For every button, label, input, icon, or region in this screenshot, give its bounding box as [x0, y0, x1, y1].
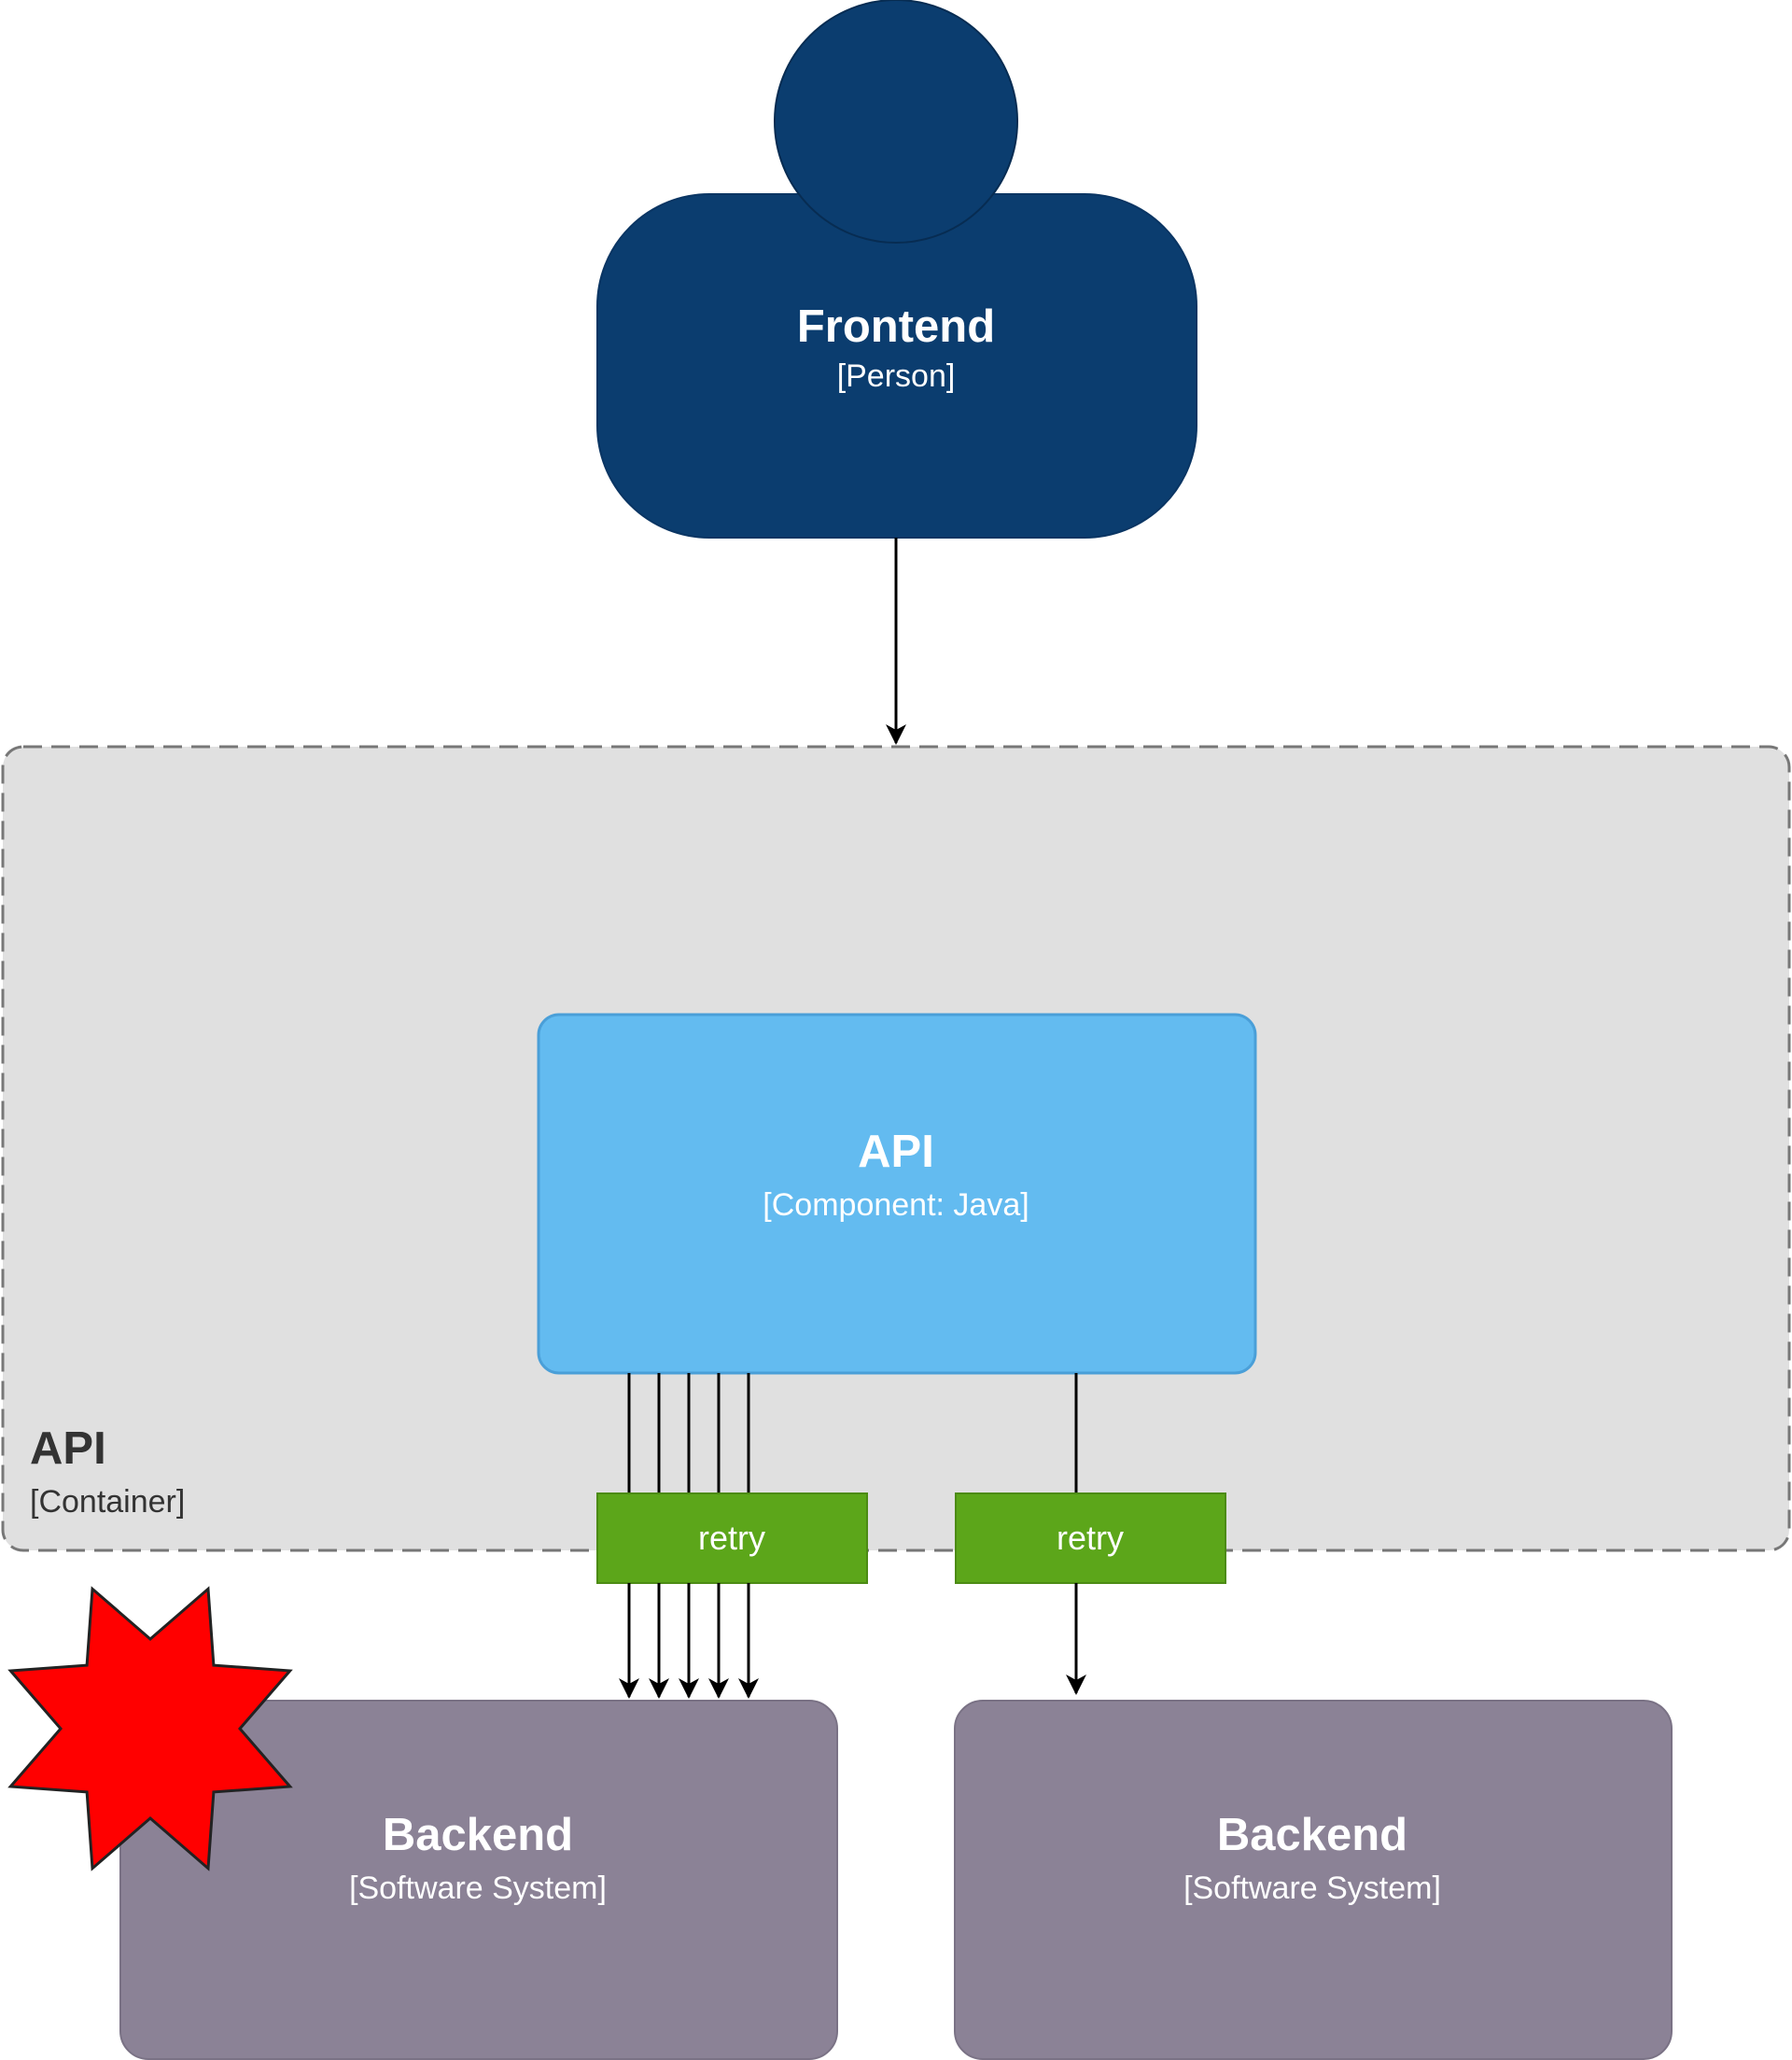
retry-right-label: retry — [1057, 1519, 1124, 1557]
api-component-type: [Component: Java] — [763, 1187, 1029, 1223]
backend-left-box — [119, 1700, 838, 2060]
retry-left-box — [596, 1492, 868, 1584]
frontend-title: Frontend — [797, 301, 995, 352]
container-boundary-type: [Container] — [30, 1484, 185, 1520]
backend-right-type: [Software System] — [1183, 1871, 1441, 1906]
backend-left-type: [Software System] — [349, 1871, 607, 1906]
api-component-node[interactable]: API [Component: Java] — [537, 1013, 1257, 1375]
frontend-person-head — [774, 0, 1018, 244]
edges-retry-left-to-backend-left — [619, 1583, 759, 1699]
backend-right-node[interactable]: Backend [Software System] — [954, 1700, 1673, 2060]
frontend-type: [Person] — [837, 358, 956, 394]
backend-left-node[interactable]: Backend [Software System] — [119, 1700, 838, 2060]
container-boundary-title: API — [30, 1423, 106, 1474]
frontend-person-node[interactable]: Frontend [Person] — [596, 0, 1197, 539]
explosion-star-icon — [7, 1586, 293, 1871]
api-component-box — [537, 1013, 1257, 1375]
api-component-title: API — [858, 1127, 934, 1177]
backend-left-title: Backend — [383, 1810, 573, 1860]
retry-right-box — [955, 1492, 1226, 1584]
edges-api-to-retry-left — [627, 1373, 750, 1493]
backend-right-title: Backend — [1217, 1810, 1407, 1860]
retry-left-label: retry — [698, 1519, 765, 1557]
retry-right-node[interactable]: retry — [955, 1492, 1226, 1584]
retry-left-node[interactable]: retry — [596, 1492, 868, 1584]
backend-right-box — [954, 1700, 1673, 2060]
